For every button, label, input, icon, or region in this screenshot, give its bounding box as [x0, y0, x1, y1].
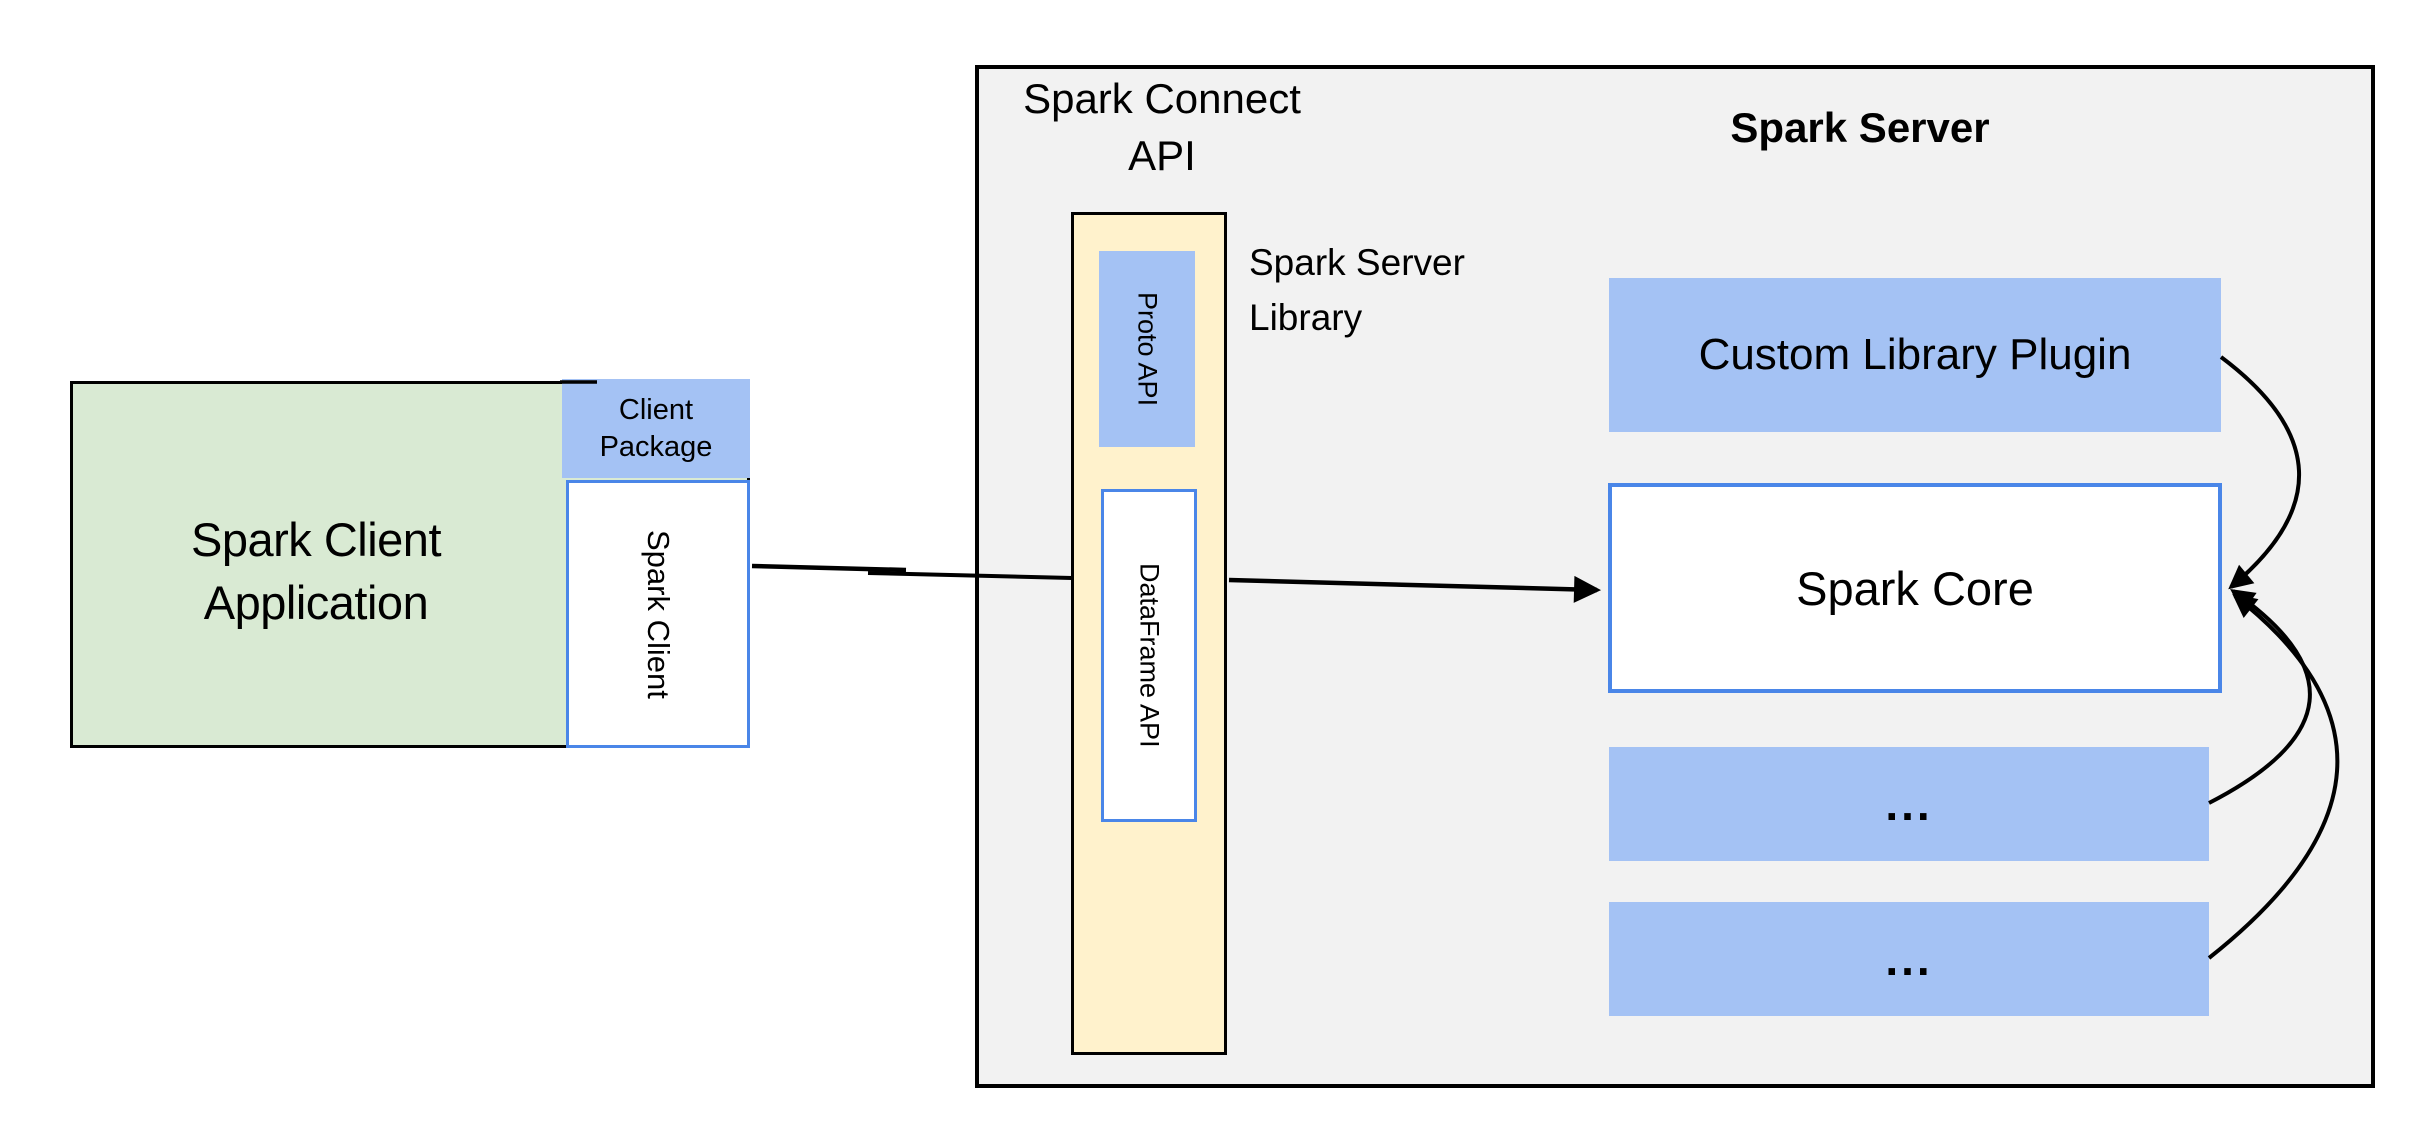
custom-library-plugin-box: Custom Library Plugin [1609, 278, 2221, 432]
dataframe-api-box: DataFrame API [1101, 489, 1197, 822]
extension-slot-box-1: ... [1609, 747, 2209, 861]
spark-server-title: Spark Server [1730, 104, 1990, 151]
spark-client-application-label: Spark Client Application [191, 513, 442, 629]
arrow-client-to-connect-seg1 [751, 563, 907, 573]
spark-client-label: Spark Client [641, 529, 676, 699]
client-package-box: Client Package [562, 379, 750, 478]
spark-client-box: Spark Client [566, 480, 750, 748]
extension-slot-1-label: ... [1885, 778, 1933, 830]
spark-server-library-label: Spark Server Library [1249, 242, 1465, 338]
custom-library-plugin-label: Custom Library Plugin [1698, 330, 2132, 379]
extension-slot-box-2: ... [1609, 902, 2209, 1016]
spark-core-label: Spark Core [1796, 561, 2034, 615]
spark-core-box: Spark Core [1608, 483, 2222, 693]
dataframe-api-label: DataFrame API [1134, 563, 1165, 748]
client-package-label: Client Package [599, 393, 713, 463]
spark-connect-api-title: Spark Connect API [1023, 75, 1301, 179]
extension-slot-2-label: ... [1885, 933, 1933, 985]
proto-api-label: Proto API [1132, 291, 1163, 407]
proto-api-box: Proto API [1099, 251, 1195, 447]
